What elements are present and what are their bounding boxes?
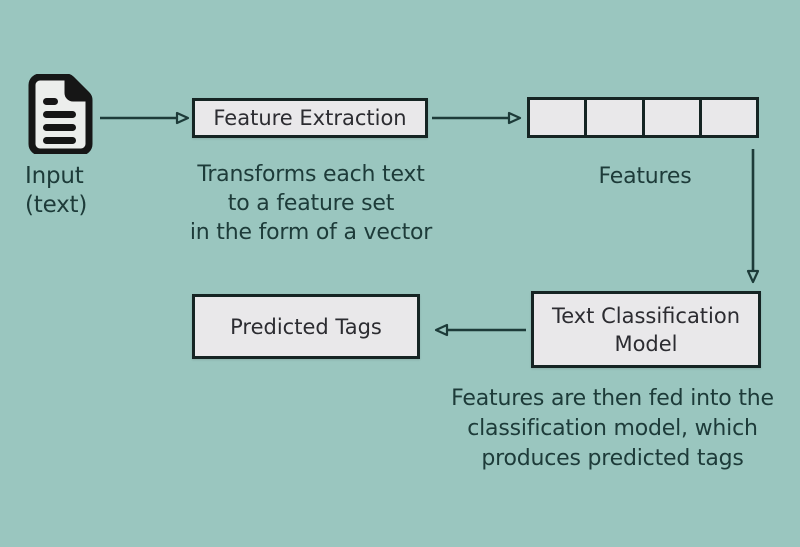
feature-extraction-label: Feature Extraction: [213, 106, 407, 130]
classification-model-label-line1: Text Classification: [551, 303, 741, 328]
arrow-features-to-model: [745, 149, 761, 285]
vector-cell: [584, 100, 641, 135]
feature-extraction-box: Feature Extraction: [192, 98, 428, 138]
feature-extraction-note-line3: in the form of a vector: [189, 220, 433, 245]
classification-model-label-line2: Model: [614, 331, 678, 356]
arrow-input-to-extraction: [100, 110, 190, 126]
input-label-line2: (text): [25, 192, 88, 218]
predicted-tags-box: Predicted Tags: [192, 294, 420, 359]
feature-extraction-note: Transforms each text to a feature set in…: [160, 160, 462, 247]
vector-cell: [641, 100, 699, 135]
feature-extraction-note-line1: Transforms each text: [197, 162, 425, 187]
classification-model-box: Text Classification Model: [531, 291, 761, 368]
model-note-line1: Features are then fed into the: [451, 386, 774, 411]
model-note: Features are then fed into the classific…: [420, 384, 800, 474]
arrow-model-to-tags: [434, 322, 526, 338]
input-label: Input (text): [25, 162, 115, 220]
vector-cell: [530, 100, 584, 135]
features-vector: [527, 97, 759, 138]
arrow-extraction-to-features: [432, 110, 522, 126]
predicted-tags-label: Predicted Tags: [230, 314, 382, 339]
document-icon: [27, 73, 93, 156]
features-label: Features: [598, 164, 692, 189]
model-note-line3: produces predicted tags: [481, 446, 744, 471]
vector-cell: [698, 100, 756, 135]
feature-extraction-note-line2: to a feature set: [227, 191, 395, 216]
model-note-line2: classification model, which: [467, 416, 758, 441]
input-label-line1: Input: [25, 163, 84, 189]
